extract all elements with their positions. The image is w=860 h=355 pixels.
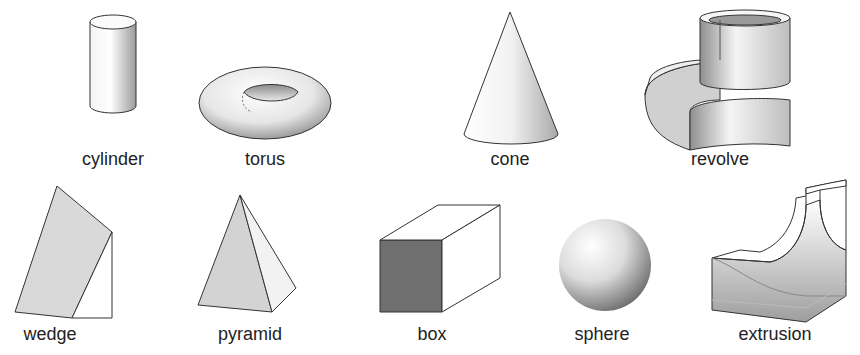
shape-name: box [417,325,446,343]
shape-name: wedge [23,325,76,343]
shape-name: cone [490,150,529,168]
shape-name: revolve [691,150,749,168]
shape-name: sphere [574,325,629,343]
shape-name: torus [245,150,285,168]
shape-name: cylinder [82,150,144,168]
shape-name: extrusion [738,325,811,343]
shape-name: pyramid [218,325,282,343]
